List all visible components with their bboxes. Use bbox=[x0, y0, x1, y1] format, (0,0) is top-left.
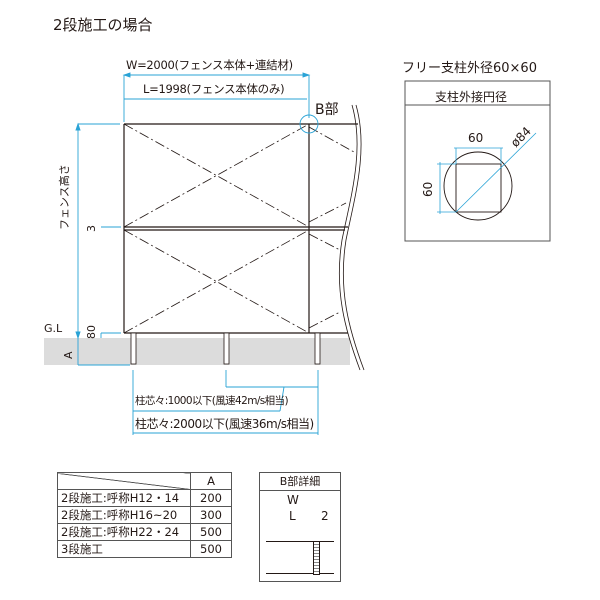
bottom-gap-label: 80 bbox=[85, 325, 98, 339]
row-value: 500 bbox=[190, 540, 232, 558]
post-spec-box bbox=[404, 80, 551, 242]
table-row: 2段施工:呼称H16~20 300 bbox=[57, 506, 232, 524]
posts bbox=[130, 332, 321, 365]
post-dims bbox=[437, 132, 537, 214]
fence-panels bbox=[123, 123, 358, 334]
gap-label: 3 bbox=[85, 225, 98, 232]
detail-rail-top bbox=[266, 541, 334, 542]
pitch-1000-label: 柱芯々:1000以下(風速42m/s相当) bbox=[135, 395, 289, 407]
row-value: 500 bbox=[190, 523, 232, 541]
detail-l-label: L bbox=[289, 509, 296, 523]
row-label: 2段施工:呼称H16~20 bbox=[57, 506, 191, 524]
post-side-height: 60 bbox=[421, 181, 435, 197]
detail-post bbox=[313, 541, 320, 575]
table-row: 2段施工:呼称H22・24 500 bbox=[57, 523, 232, 541]
row-label: 2段施工:呼称H22・24 bbox=[57, 523, 191, 541]
detail-gap-label: 2 bbox=[321, 509, 329, 523]
depth-table: A 2段施工:呼称H12・14 200 2段施工:呼称H16~20 300 2段… bbox=[57, 472, 232, 558]
detail-b-header: B部詳細 bbox=[260, 473, 340, 491]
fence-height-label: フェンス高さ bbox=[58, 164, 71, 230]
panel-diagonals bbox=[123, 123, 355, 334]
detail-b-box: B部詳細 W L 2 bbox=[259, 472, 341, 582]
width-label: W=2000(フェンス本体+連結材) bbox=[126, 58, 293, 72]
table-diagonal-cell bbox=[57, 472, 191, 490]
detail-marker-b: B部 bbox=[315, 102, 339, 118]
ground-level-label: G.L bbox=[44, 322, 63, 335]
length-label: L=1998(フェンス本体のみ) bbox=[143, 82, 285, 96]
ground-area bbox=[44, 338, 350, 365]
detail-w-label: W bbox=[287, 493, 299, 507]
row-value: 200 bbox=[190, 489, 232, 507]
table-row: 3段施工 500 bbox=[57, 540, 232, 558]
post-spec-title: フリー支柱外径60×60 bbox=[402, 61, 537, 76]
depth-a-label: A bbox=[62, 351, 75, 359]
page-title: 2段施工の場合 bbox=[53, 16, 153, 34]
row-label: 2段施工:呼称H12・14 bbox=[57, 489, 191, 507]
detail-rail-bottom bbox=[266, 573, 334, 574]
dimension-lines bbox=[75, 72, 319, 435]
post-spec-header: 支柱外接円径 bbox=[435, 90, 508, 104]
post-section bbox=[443, 151, 513, 221]
table-header-row: A bbox=[57, 472, 232, 490]
post-side-width: 60 bbox=[468, 131, 484, 145]
table-header-a: A bbox=[190, 472, 232, 490]
table-row: 2段施工:呼称H12・14 200 bbox=[57, 489, 232, 507]
row-label: 3段施工 bbox=[57, 540, 191, 558]
break-line bbox=[338, 104, 365, 371]
pitch-2000-label: 柱芯々:2000以下(風速36m/s相当) bbox=[135, 417, 314, 431]
row-value: 300 bbox=[190, 506, 232, 524]
